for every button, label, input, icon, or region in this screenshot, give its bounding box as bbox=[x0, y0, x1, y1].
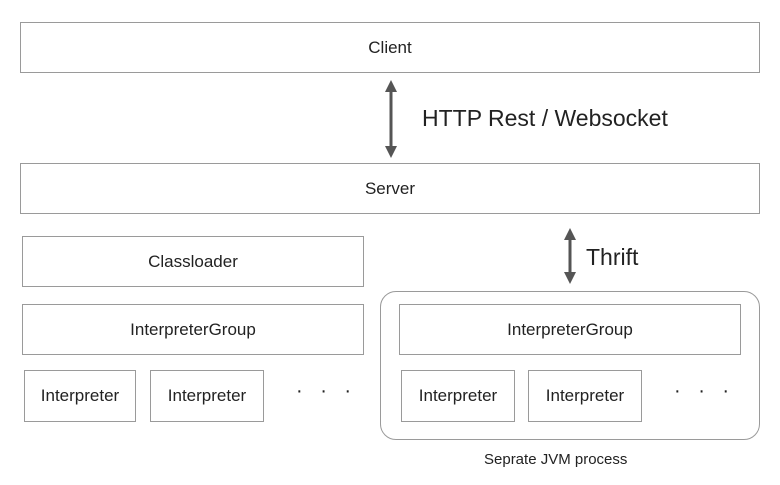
interpreter-box-right-1: Interpreter bbox=[401, 370, 515, 422]
interpreter-group-label-right: InterpreterGroup bbox=[507, 319, 633, 339]
interpreter-box-right-2: Interpreter bbox=[528, 370, 642, 422]
interpreter-label: Interpreter bbox=[418, 386, 498, 405]
http-protocol-label: HTTP Rest / Websocket bbox=[422, 105, 668, 131]
interpreter-group-box-right: InterpreterGroup bbox=[399, 304, 741, 355]
interpreter-label: Interpreter bbox=[545, 386, 625, 405]
interpreter-box-left-1: Interpreter bbox=[24, 370, 136, 422]
bidirectional-arrow-icon bbox=[385, 80, 397, 158]
classloader-label: Classloader bbox=[148, 251, 238, 271]
server-box: Server bbox=[20, 163, 760, 214]
ellipsis-left: · · · bbox=[296, 380, 358, 402]
thrift-protocol-label: Thrift bbox=[586, 244, 639, 270]
interpreter-label: Interpreter bbox=[40, 386, 120, 405]
interpreter-group-box-left: InterpreterGroup bbox=[22, 304, 364, 355]
interpreter-box-left-2: Interpreter bbox=[150, 370, 264, 422]
interpreter-label: Interpreter bbox=[167, 386, 247, 405]
classloader-box: Classloader bbox=[22, 236, 364, 287]
interpreter-group-label-left: InterpreterGroup bbox=[130, 319, 256, 339]
server-label: Server bbox=[364, 178, 416, 198]
client-label: Client bbox=[368, 37, 412, 57]
bidirectional-arrow-icon bbox=[564, 228, 576, 284]
separate-jvm-caption: Seprate JVM process bbox=[484, 451, 628, 468]
client-box: Client bbox=[20, 22, 760, 73]
ellipsis-right: · · · bbox=[674, 380, 736, 402]
